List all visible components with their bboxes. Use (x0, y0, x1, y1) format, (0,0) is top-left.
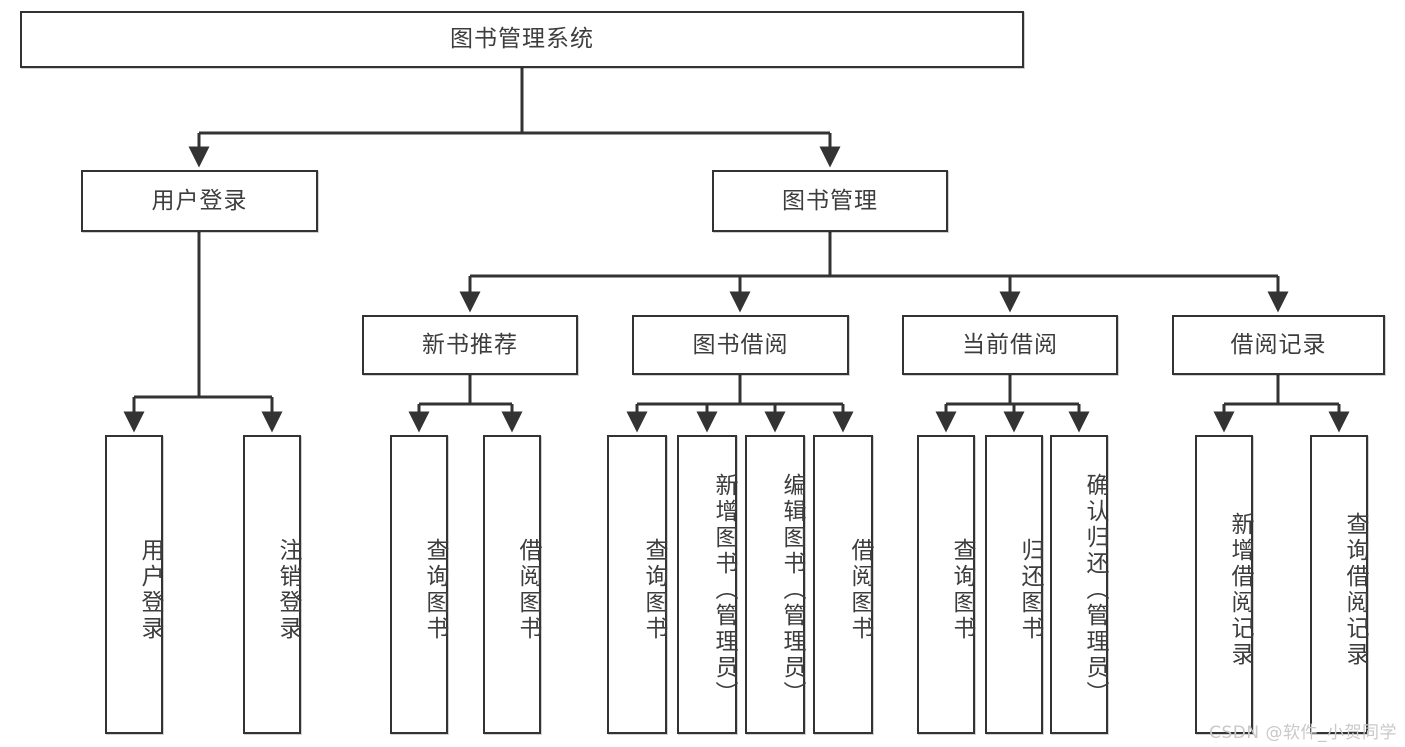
leaf-edit-book-admin-label: 编辑图书（管理员） (779, 472, 805, 707)
node-borrow-records-label: 借阅记录 (1230, 331, 1327, 358)
leaf-borrow-book-label: 借阅图书 (847, 537, 873, 642)
node-user-login-label: 用户登录 (151, 187, 248, 214)
leaf-borrow-book-newbook-label: 借阅图书 (515, 537, 541, 642)
node-current-borrow[interactable]: 当前借阅 (902, 315, 1118, 375)
leaf-confirm-return-admin[interactable]: 确认归还（管理员） (1050, 435, 1108, 734)
leaf-return-book[interactable]: 归还图书 (985, 435, 1043, 734)
leaf-add-book-admin[interactable]: 新增图书（管理员） (677, 435, 737, 734)
leaf-add-borrow-record[interactable]: 新增借阅记录 (1195, 435, 1253, 734)
leaf-query-book-newbook[interactable]: 查询图书 (390, 435, 448, 734)
leaf-query-book-current-label: 查询图书 (949, 537, 975, 642)
leaf-add-borrow-record-label: 新增借阅记录 (1227, 511, 1253, 668)
node-current-borrow-label: 当前借阅 (962, 331, 1058, 358)
node-root[interactable]: 图书管理系统 (20, 11, 1024, 68)
leaf-edit-book-admin[interactable]: 编辑图书（管理员） (745, 435, 805, 734)
leaf-query-book-borrow[interactable]: 查询图书 (607, 435, 667, 734)
leaf-query-borrow-record-label: 查询借阅记录 (1342, 511, 1368, 668)
leaf-user-login-label: 用户登录 (137, 537, 163, 642)
node-new-book-recommend-label: 新书推荐 (422, 331, 518, 358)
node-new-book-recommend[interactable]: 新书推荐 (362, 315, 578, 375)
leaf-logout[interactable]: 注销登录 (243, 435, 301, 734)
node-book-management-label: 图书管理 (782, 187, 878, 214)
leaf-borrow-book-newbook[interactable]: 借阅图书 (483, 435, 541, 734)
node-root-label: 图书管理系统 (450, 26, 594, 53)
node-book-borrow[interactable]: 图书借阅 (632, 315, 849, 375)
node-book-management[interactable]: 图书管理 (712, 170, 948, 232)
leaf-logout-label: 注销登录 (275, 537, 301, 642)
leaf-confirm-return-admin-label: 确认归还（管理员） (1082, 472, 1108, 707)
leaf-query-book-current[interactable]: 查询图书 (917, 435, 975, 734)
node-borrow-records[interactable]: 借阅记录 (1172, 315, 1385, 375)
leaf-return-book-label: 归还图书 (1017, 537, 1043, 642)
leaf-user-login[interactable]: 用户登录 (105, 435, 163, 734)
node-user-login[interactable]: 用户登录 (81, 170, 318, 232)
node-book-borrow-label: 图书借阅 (692, 331, 789, 358)
leaf-add-book-admin-label: 新增图书（管理员） (711, 472, 737, 707)
leaf-query-book-borrow-label: 查询图书 (641, 537, 667, 642)
leaf-query-borrow-record[interactable]: 查询借阅记录 (1310, 435, 1368, 734)
leaf-borrow-book[interactable]: 借阅图书 (813, 435, 873, 734)
leaf-query-book-newbook-label: 查询图书 (422, 537, 448, 642)
